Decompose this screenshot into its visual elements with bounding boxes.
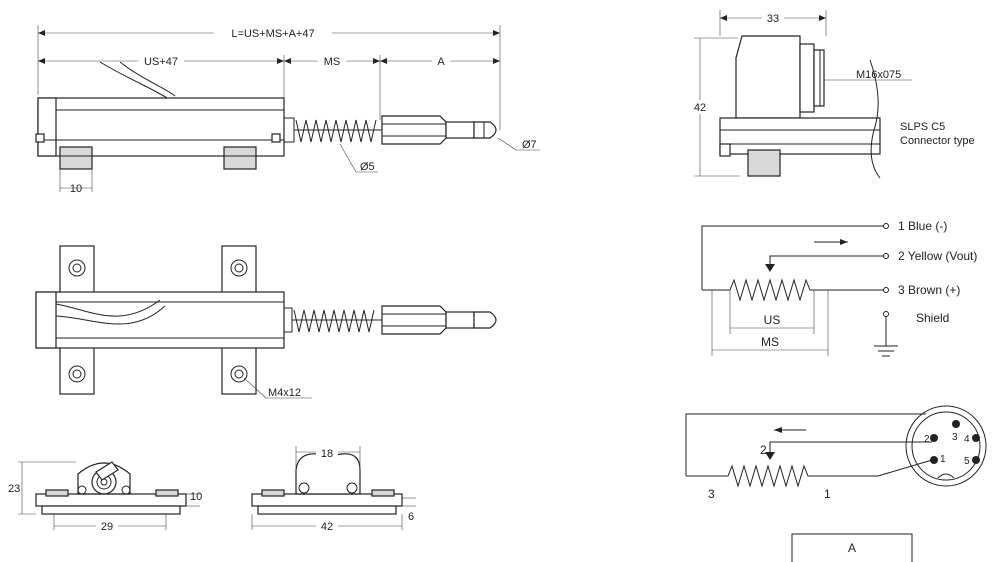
connector-width-dim: 33 <box>767 13 779 25</box>
connector-view: 33 42 M16x075 SLPS C5 Connector type <box>692 10 975 179</box>
connector-type: Connector type <box>900 135 975 147</box>
thread-label: M16x075 <box>856 69 901 81</box>
pin1-num: 1 <box>940 454 946 465</box>
left-foot-dim: 10 <box>190 491 202 503</box>
tip-dia-label: Ø7 <box>522 139 537 151</box>
pin1-label: 1 Blue (-) <box>898 219 947 233</box>
side-view: L=US+MS+A+47 US+47 MS A 10 <box>35 25 540 195</box>
pin2-num: 2 <box>924 434 930 445</box>
connector-height-dim: 42 <box>694 102 706 114</box>
end-view-left: 23 29 10 <box>8 461 202 533</box>
right-foot-dim: 6 <box>408 511 414 523</box>
pin3-label: 3 Brown (+) <box>898 283 960 297</box>
spring-dia-label: Ø5 <box>360 161 375 173</box>
connector-pinout: 2 3 1 1 2 3 4 5 A <box>685 405 987 562</box>
top-view: M4x12 <box>35 245 497 399</box>
right-width-dim: 42 <box>321 521 333 533</box>
end1-label: 1 <box>824 487 831 501</box>
a-dim: A <box>437 56 445 68</box>
pin4-num: 4 <box>964 434 970 445</box>
end3-label: 3 <box>708 487 715 501</box>
left-width-dim: 29 <box>101 521 113 533</box>
us-dim: US+47 <box>144 56 178 68</box>
end-view-right: 18 42 6 <box>251 446 416 533</box>
connector-name: SLPS C5 <box>900 121 945 133</box>
pin2-label: 2 Yellow (Vout) <box>898 249 977 263</box>
screw-label: M4x12 <box>268 387 301 399</box>
pin3-num: 3 <box>952 432 958 443</box>
wiring-schematic: 1 Blue (-) 2 Yellow (Vout) 3 Brown (+) S… <box>701 219 977 357</box>
ms-dim: MS <box>324 56 341 68</box>
shield-label: Shield <box>916 311 949 325</box>
wiper-label: 2 <box>760 443 767 457</box>
box-a-label: A <box>848 541 856 555</box>
us-label: US <box>764 313 781 327</box>
pin5-num: 5 <box>964 456 970 467</box>
left-height-dim: 23 <box>8 483 20 495</box>
ms-label: MS <box>761 335 779 349</box>
foot-width-dim: 10 <box>70 183 82 195</box>
total-length-dim: L=US+MS+A+47 <box>231 28 314 40</box>
right-top-dim: 18 <box>321 448 333 460</box>
